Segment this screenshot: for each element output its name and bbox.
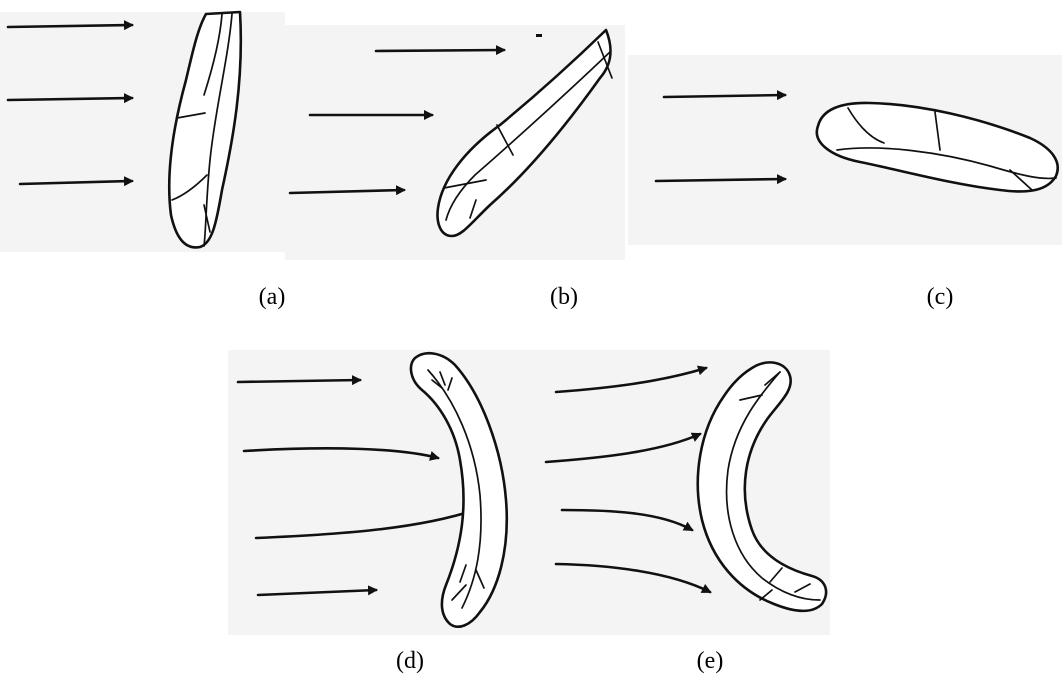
flow-arrow [376,50,504,51]
caption-c: (c) [927,284,954,310]
caption-a: (a) [259,284,286,310]
caption-d: (d) [396,648,424,674]
scan-speck [536,34,542,37]
panel-a-background [0,12,285,252]
caption-b: (b) [550,284,578,310]
caption-e: (e) [697,648,724,674]
